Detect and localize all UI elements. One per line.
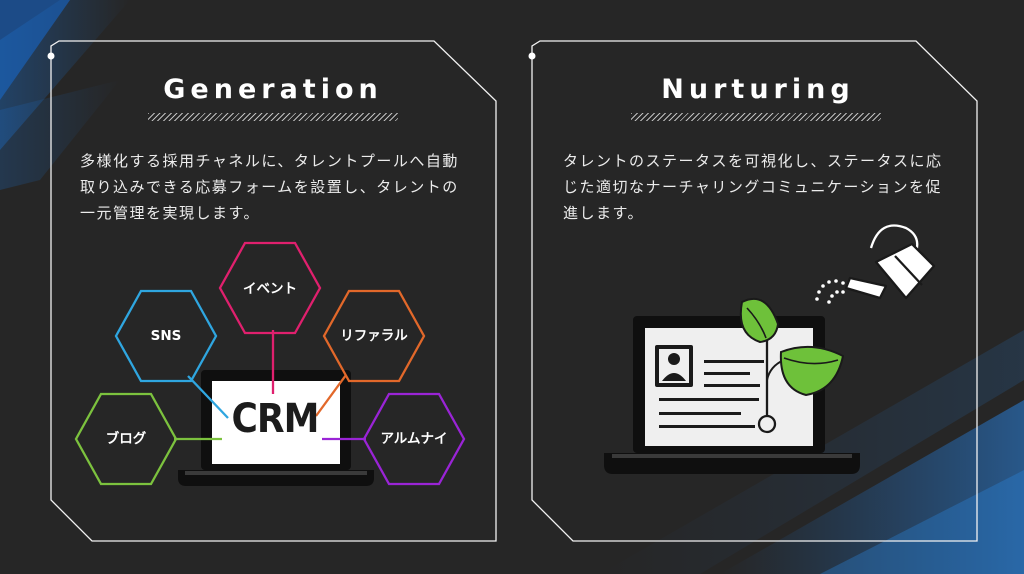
generation-description: 多様化する採用チャネルに、タレントプールへ自動取り込みできる応募フォームを設置し…: [80, 152, 459, 222]
water-drops: [815, 279, 845, 304]
channel-label-sns: SNS: [150, 328, 182, 344]
channel-label-blog: ブログ: [105, 431, 147, 447]
crm-laptop: [178, 370, 374, 486]
channel-label-event: イベント: [243, 281, 297, 297]
channel-label-referral: リファラル: [340, 328, 408, 344]
nurturing-title-underline: [631, 113, 881, 121]
generation-frame-dot: [47, 52, 55, 60]
watering-can: [844, 224, 936, 300]
nurturing-frame-dot: [528, 52, 536, 60]
generation-title-underline: [148, 113, 398, 121]
sprout: [739, 297, 845, 434]
hex-event: [218, 241, 322, 335]
hex-blog: [74, 392, 178, 486]
profile-card: [655, 345, 764, 428]
channel-label-alumni: アルムナイ: [380, 431, 448, 447]
connector-sns: [187, 375, 229, 419]
leaf-lower: [779, 345, 845, 397]
connector-referral: [315, 374, 347, 417]
crm-label: CRM: [231, 396, 320, 442]
generation-title: Generation: [163, 74, 383, 105]
hex-referral: [322, 289, 426, 383]
leaf-upper: [739, 297, 780, 344]
hex-sns: [114, 289, 218, 383]
nurturing-title: Nurturing: [661, 74, 855, 105]
nurturing-description: タレントのステータスを可視化し、ステータスに応じた適切なナーチャリングコミュニケ…: [563, 152, 943, 222]
profile-laptop: [604, 316, 860, 474]
hex-alumni: [362, 392, 466, 486]
